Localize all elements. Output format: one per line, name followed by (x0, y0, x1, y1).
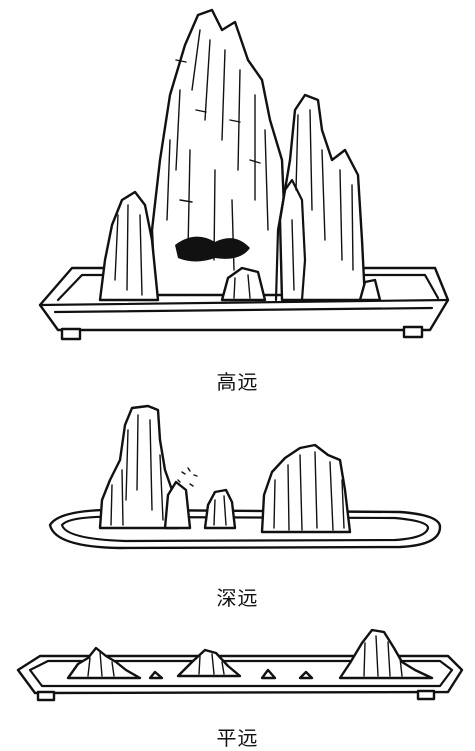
figure-caption: 深远 (216, 586, 259, 610)
left-rock-cluster (98, 404, 192, 530)
deep-distance-penjing-illustration (48, 404, 442, 550)
right-peak (274, 93, 367, 302)
left-low-rocks (66, 646, 142, 680)
high-distance-figure (0, 0, 475, 360)
small-stones (148, 668, 314, 680)
level-distance-penjing-illustration (16, 628, 464, 702)
middle-low-rocks (176, 648, 242, 678)
vegetation-specks (177, 467, 198, 487)
deep-distance-figure (0, 400, 475, 575)
high-distance-penjing-illustration (38, 8, 450, 341)
figure-caption: 平远 (216, 726, 259, 750)
main-peak (150, 8, 292, 297)
right-rock-cluster (260, 443, 352, 534)
foreground-rocks (220, 266, 382, 302)
left-peak (98, 190, 160, 302)
middle-small-rock (203, 488, 237, 530)
figure-caption: 高远 (216, 370, 259, 394)
right-low-rocks (338, 628, 434, 680)
level-distance-figure (0, 618, 475, 718)
